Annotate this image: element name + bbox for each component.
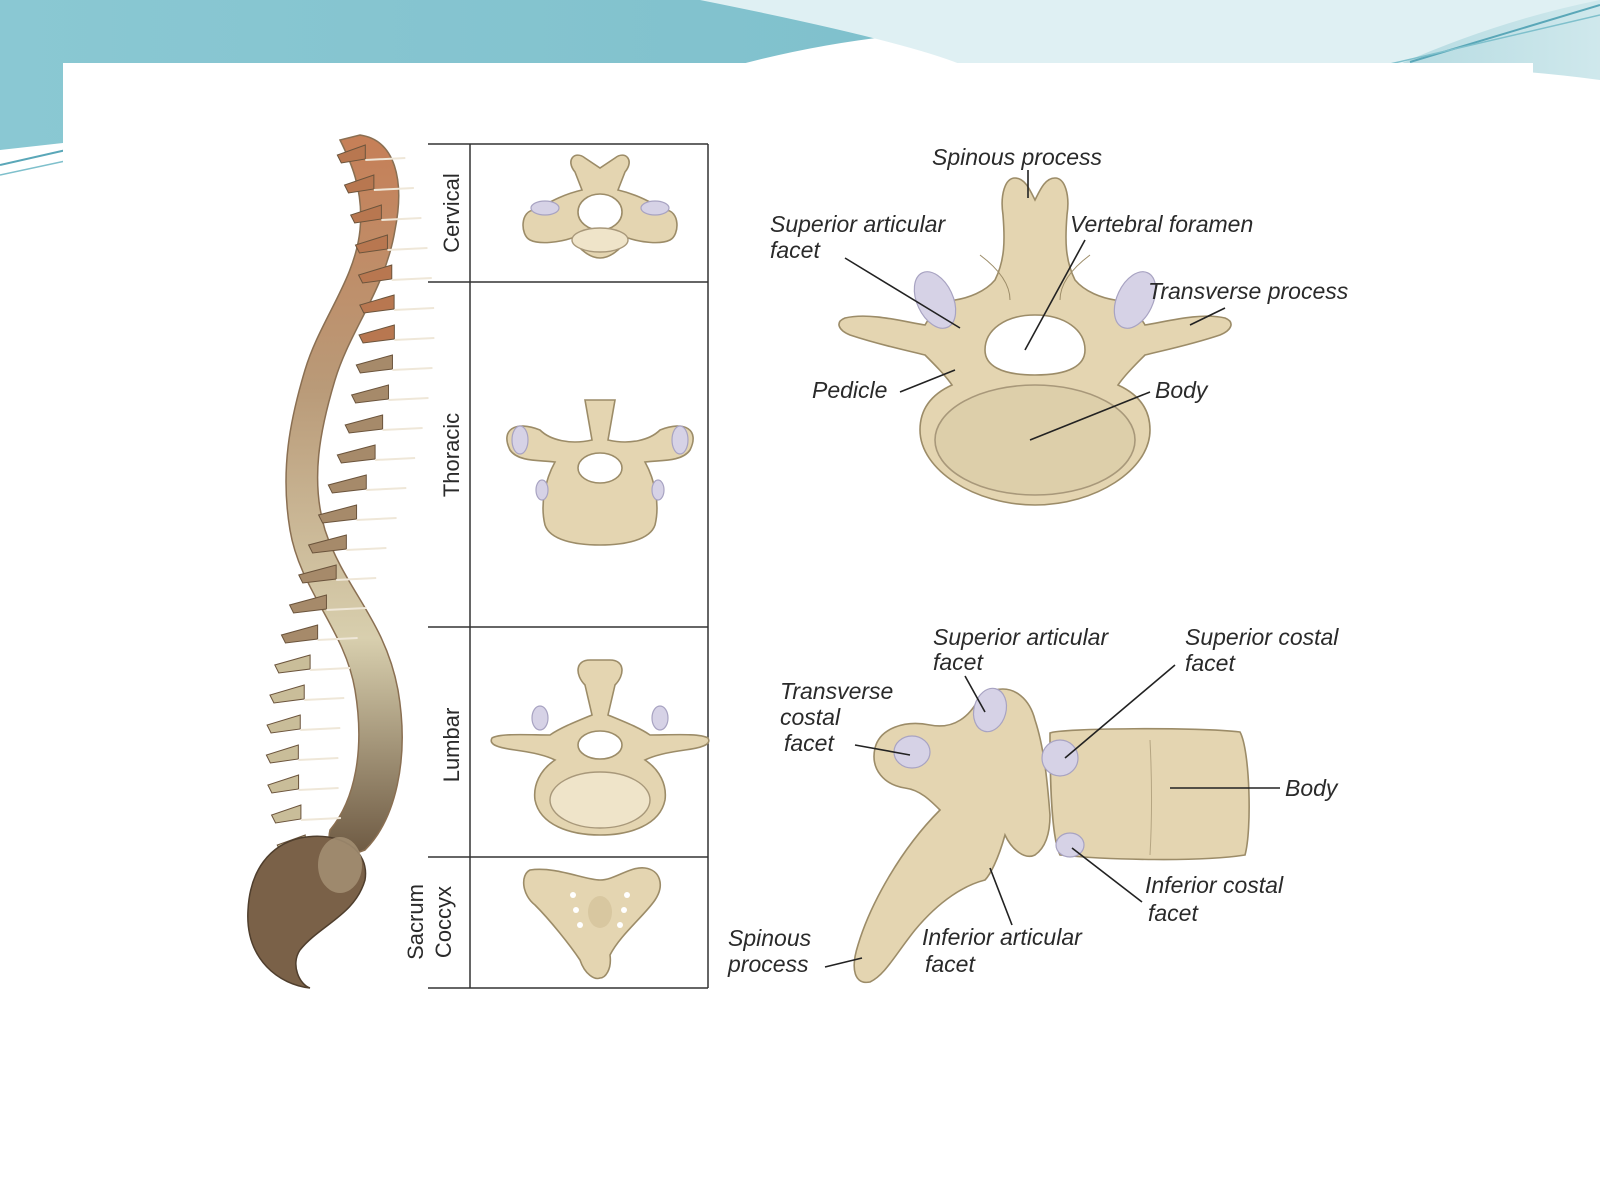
spinous-process-mark (349, 204, 382, 224)
label-transverse-process: Transverse process (1148, 278, 1349, 304)
intervertebral-disc-mark (373, 187, 414, 191)
intervertebral-disc-mark (387, 247, 428, 251)
spinous-process-mark (267, 774, 300, 794)
spinous-process-mark (354, 234, 388, 254)
intervertebral-disc-mark (317, 637, 358, 641)
lumbar-vertebra-illustration (490, 659, 710, 836)
region-label-lumbar: Lumbar (439, 708, 464, 783)
slide-header-decoration (0, 0, 1600, 176)
spinous-process-mark (266, 714, 301, 734)
label-spinous-process-lateral-line2: process (727, 951, 809, 977)
lateral-view-labels: Superior articular facet Superior costal… (727, 624, 1339, 977)
spinous-process-mark (336, 144, 366, 164)
intervertebral-disc-mark (300, 727, 341, 731)
intervertebral-disc-mark (300, 817, 341, 821)
label-inferior-articular-facet-line2: facet (925, 951, 976, 977)
spinous-process-mark (327, 474, 367, 494)
label-superior-costal-facet-line2: facet (1185, 650, 1236, 676)
intervertebral-disc-mark (382, 427, 423, 431)
spinous-process-stack (265, 144, 435, 854)
intervertebral-disc-mark (394, 307, 435, 311)
spinous-process-mark (336, 444, 376, 464)
intervertebral-disc-mark (326, 607, 367, 611)
label-spinous-process-lateral-line1: Spinous (728, 925, 812, 951)
label-inferior-costal-facet-line1: Inferior costal (1145, 872, 1284, 898)
label-body-lateral: Body (1285, 775, 1339, 801)
label-lateral-superior-articular-facet-line2: facet (933, 649, 984, 675)
intervertebral-disc-mark (394, 337, 435, 341)
spinous-process-mark (358, 324, 395, 344)
label-body-top: Body (1155, 377, 1209, 403)
label-superior-costal-facet-line1: Superior costal (1185, 624, 1339, 650)
label-spinous-process: Spinous process (932, 144, 1103, 170)
intervertebral-disc-mark (310, 667, 351, 671)
region-label-sacrum: Sacrum (403, 884, 428, 960)
region-label-coccyx: Coccyx (431, 886, 456, 958)
label-transverse-costal-facet-line2: costal (780, 704, 841, 730)
intervertebral-disc-mark (366, 487, 407, 491)
label-vertebral-foramen: Vertebral foramen (1070, 211, 1253, 237)
thoracic-vertebra-illustration (506, 399, 694, 546)
intervertebral-disc-mark (392, 367, 433, 371)
region-table: Cervical Thoracic Lumbar Sacrum Coccyx (403, 143, 710, 989)
spinous-process-mark (307, 534, 347, 554)
intervertebral-disc-mark (298, 787, 339, 791)
intervertebral-disc-mark (304, 697, 345, 701)
spinous-process-mark (269, 684, 305, 704)
intervertebral-disc-mark (356, 517, 397, 521)
region-label-cervical: Cervical (439, 173, 464, 252)
cervical-vertebra-illustration (522, 154, 678, 259)
spinous-process-mark (288, 594, 327, 614)
label-superior-articular-facet-line2: facet (770, 237, 821, 263)
label-lateral-superior-articular-facet-line1: Superior articular (933, 624, 1109, 650)
intervertebral-disc-mark (388, 397, 429, 401)
intervertebral-disc-mark (381, 217, 422, 221)
intervertebral-disc-mark (365, 157, 406, 161)
label-superior-articular-facet-line1: Superior articular (770, 211, 946, 237)
label-transverse-costal-facet-line1: Transverse (780, 678, 893, 704)
region-label-thoracic: Thoracic (439, 413, 464, 497)
label-pedicle: Pedicle (812, 377, 887, 403)
spinous-process-mark (317, 504, 358, 524)
label-inferior-articular-facet-line1: Inferior articular (922, 924, 1083, 950)
spinous-process-mark (298, 564, 337, 584)
spinous-process-mark (344, 414, 384, 434)
vertebra-superior-view (838, 177, 1232, 506)
spinous-process-mark (355, 354, 393, 374)
spinous-process-mark (343, 174, 375, 194)
intervertebral-disc-mark (375, 457, 416, 461)
spinous-process-mark (270, 804, 302, 824)
intervertebral-disc-mark (391, 277, 432, 281)
spinous-process-mark (265, 744, 299, 764)
thoracic-vertebra-lateral-view (853, 687, 1250, 984)
spinous-process-mark (274, 654, 311, 674)
label-transverse-costal-facet-line3: facet (784, 730, 835, 756)
spine-side-view (247, 134, 435, 989)
superior-view-labels: Spinous process Superior articular facet… (770, 144, 1349, 441)
intervertebral-disc-mark (336, 577, 377, 581)
spinous-process-mark (357, 264, 393, 284)
intervertebral-disc-mark (298, 757, 339, 761)
intervertebral-disc-mark (346, 547, 387, 551)
content-panel (63, 63, 1533, 1133)
sacrum-illustration (522, 867, 661, 980)
spinous-process-mark (359, 294, 395, 314)
label-inferior-costal-facet-line2: facet (1148, 900, 1199, 926)
spinous-process-mark (350, 384, 389, 404)
spinous-process-mark (280, 624, 319, 644)
